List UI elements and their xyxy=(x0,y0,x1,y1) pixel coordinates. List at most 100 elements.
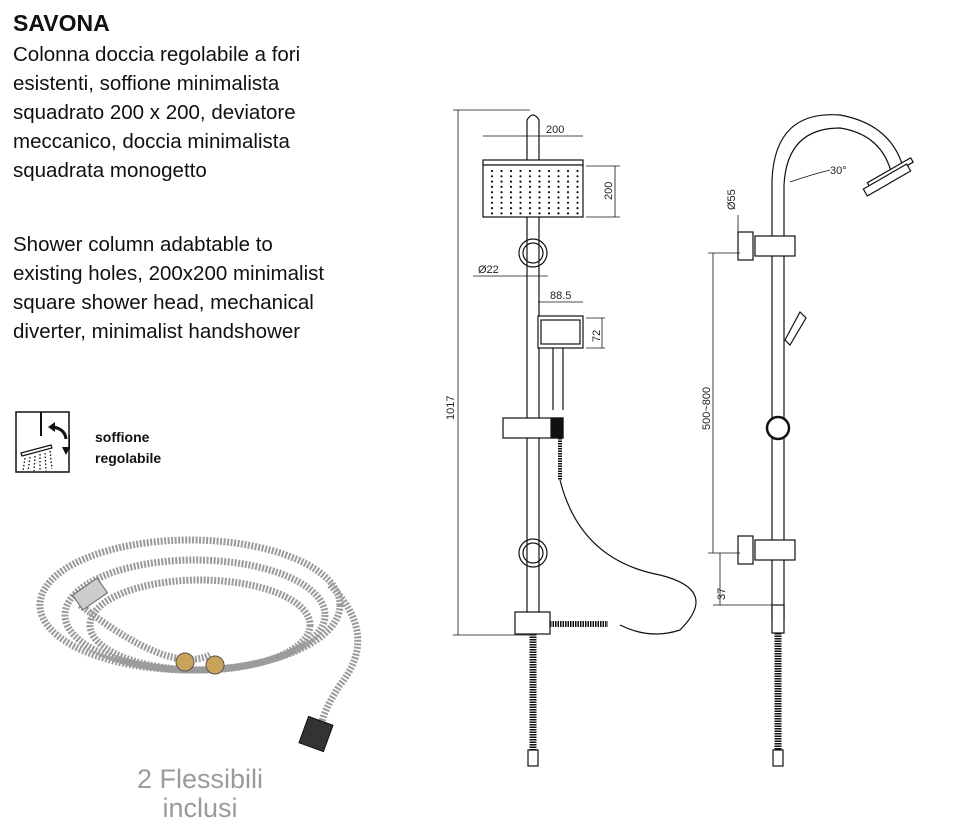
nozzle-dot xyxy=(547,191,551,194)
nozzle-dot xyxy=(528,175,532,178)
text-line: Shower column adabtable to xyxy=(13,233,273,256)
nozzle-dot xyxy=(500,175,503,178)
nozzle-dot xyxy=(557,196,560,199)
nozzle-dot xyxy=(566,212,570,215)
nozzle-dot xyxy=(519,185,522,188)
nozzle-dot xyxy=(576,175,579,178)
dim-handshower-height: 72 xyxy=(591,330,603,342)
nozzle-dot xyxy=(538,212,541,215)
nozzle-dot xyxy=(547,207,551,210)
nozzle-dot xyxy=(528,191,532,194)
nozzle-dot xyxy=(490,207,494,210)
nozzle-dot xyxy=(576,180,579,183)
nozzle-dot xyxy=(500,169,503,173)
nozzle-dot xyxy=(528,207,532,210)
nozzle-dot xyxy=(557,212,560,215)
nozzle-dot xyxy=(538,191,541,194)
nozzle-dot xyxy=(519,207,522,210)
nozzle-dot xyxy=(538,169,541,173)
nozzle-dot xyxy=(557,201,560,204)
nozzle-dot xyxy=(547,180,551,183)
nozzle-dot xyxy=(557,169,560,173)
nozzle-dot xyxy=(547,196,551,199)
nozzle-dot xyxy=(566,207,570,210)
nozzle-dot xyxy=(538,180,541,183)
text-line: soffione xyxy=(95,429,150,445)
nozzle-dot xyxy=(519,212,522,215)
nozzle-dot xyxy=(509,180,513,183)
nozzle-dot xyxy=(509,212,513,215)
nozzle-dot xyxy=(509,201,513,204)
description-italian: Colonna doccia regolabile a fori esisten… xyxy=(13,40,413,185)
dim-angle: 30° xyxy=(830,165,847,177)
nozzle-dot xyxy=(557,175,560,178)
dim-head-width: 200 xyxy=(546,124,564,136)
nozzle-dot xyxy=(519,175,522,178)
nozzle-dot xyxy=(490,185,494,188)
text-line: squadrato 200 x 200, deviatore xyxy=(13,101,296,124)
text-line: Colonna doccia regolabile a fori xyxy=(13,43,301,66)
nozzle-dot xyxy=(500,201,503,204)
nozzle-dot xyxy=(557,185,560,188)
nozzle-dot xyxy=(576,207,579,210)
nozzle-dot xyxy=(547,169,551,173)
dim-head-height: 200 xyxy=(603,182,615,200)
adjustable-shower-head-icon xyxy=(15,411,70,473)
nozzle-dot xyxy=(576,169,579,173)
nozzle-dot xyxy=(547,175,551,178)
nozzle-dot xyxy=(500,196,503,199)
side-view-drawing xyxy=(708,114,914,767)
nozzle-dot xyxy=(490,212,494,215)
nozzle-dot xyxy=(519,196,522,199)
dim-bottom-offset: 37 xyxy=(716,588,728,600)
feature-label: soffione regolabile xyxy=(95,427,161,469)
nozzle-dot xyxy=(576,196,579,199)
nozzle-dot xyxy=(519,191,522,194)
nozzle-dot xyxy=(566,201,570,204)
hose-label: 2 Flessibili inclusi xyxy=(100,765,300,823)
hose-image xyxy=(36,536,362,753)
nozzle-dot xyxy=(490,180,494,183)
nozzle-dot xyxy=(500,207,503,210)
text-line: existing holes, 200x200 minimalist xyxy=(13,262,325,285)
nozzle-dot xyxy=(509,191,513,194)
nozzle-dot xyxy=(500,185,503,188)
nozzle-dot xyxy=(509,185,513,188)
nozzle-dot xyxy=(528,201,532,204)
nozzle-dot xyxy=(500,180,503,183)
nozzle-dot xyxy=(509,169,513,173)
dim-bar-diameter: Ø22 xyxy=(478,264,499,276)
text-line: esistenti, soffione minimalista xyxy=(13,72,280,95)
nozzle-dot xyxy=(519,201,522,204)
nozzle-dot xyxy=(566,185,570,188)
nozzle-dot xyxy=(528,185,532,188)
nozzle-dot xyxy=(509,196,513,199)
nozzle-dot xyxy=(566,196,570,199)
nozzle-dot xyxy=(576,212,579,215)
nozzle-dot xyxy=(509,207,513,210)
nozzle-dot xyxy=(547,201,551,204)
text-line: diverter, minimalist handshower xyxy=(13,320,301,343)
dim-distance-range: 500~800 xyxy=(701,387,713,430)
nozzle-dot xyxy=(490,175,494,178)
nozzle-dot xyxy=(490,201,494,204)
text-line: 2 Flessibili xyxy=(136,764,264,794)
nozzle-dot xyxy=(500,191,503,194)
product-title: SAVONA xyxy=(13,10,110,36)
nozzle-dot xyxy=(528,169,532,173)
text-line: regolabile xyxy=(95,450,162,466)
nozzle-dot xyxy=(509,175,513,178)
description-english: Shower column adabtable to existing hole… xyxy=(13,230,413,346)
nozzle-dot xyxy=(547,185,551,188)
nozzle-dot xyxy=(490,169,494,173)
dim-fixing-diameter: Ø55 xyxy=(726,189,738,210)
nozzle-dot xyxy=(538,196,541,199)
text-line: square shower head, mechanical xyxy=(13,291,314,314)
nozzle-dot xyxy=(490,191,494,194)
front-view-drawing: /*dots*/ xyxy=(453,109,697,767)
dim-total-height: 1017 xyxy=(445,396,457,420)
nozzle-dot xyxy=(566,175,570,178)
text-line: inclusi xyxy=(162,793,238,823)
nozzle-dot xyxy=(538,207,541,210)
